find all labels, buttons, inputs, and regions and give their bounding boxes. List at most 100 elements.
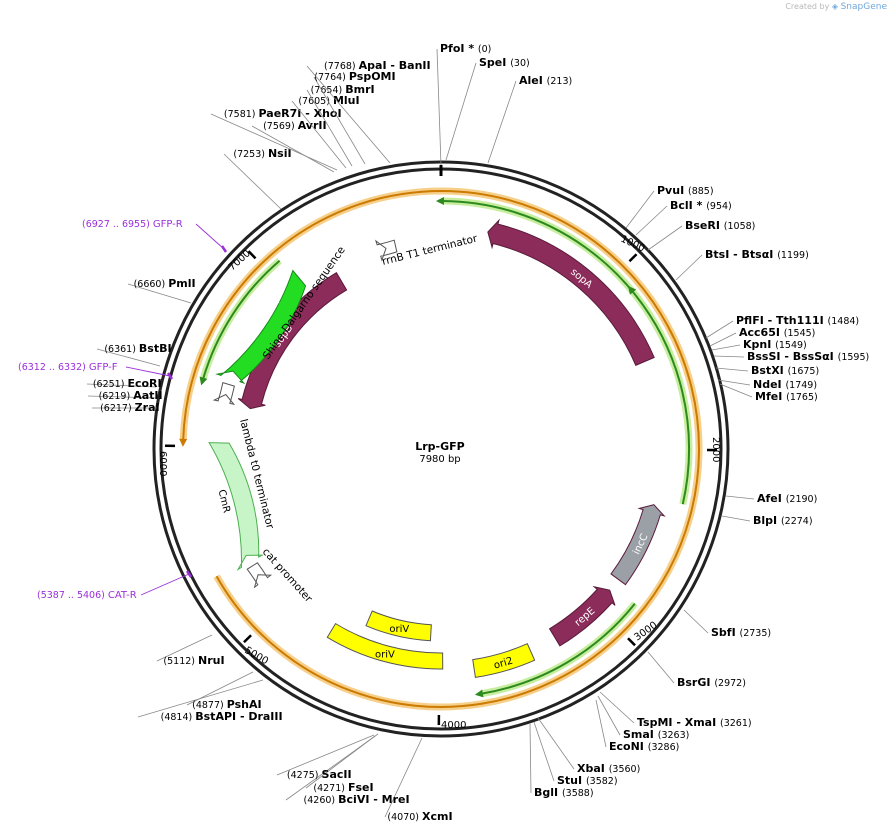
feature-incc: incC: [610, 504, 666, 586]
site-position: (6217): [100, 403, 135, 414]
site-pvui: PvuI (885): [625, 184, 714, 229]
site-label: SbfI (2735): [711, 626, 771, 639]
site-position: (1199): [777, 250, 809, 261]
site-name: NsiI: [268, 147, 292, 160]
orf-arrows: [179, 187, 703, 711]
site-pfoi: PfoI * (0): [436, 42, 491, 166]
tick-mark: [628, 253, 638, 263]
site-leader-line: [313, 76, 366, 165]
site-position: (1765): [786, 392, 818, 403]
restriction-sites: PfoI * (0)SpeI (30)AleI (213)PvuI (885)B…: [86, 42, 869, 823]
primer-cat-r: (5387 .. 5406) CAT-R: [37, 570, 193, 601]
site-position: (1549): [775, 340, 807, 351]
site-position: (3588): [562, 788, 594, 799]
site-name: BsrGI: [677, 676, 714, 689]
site-name: BstXI: [751, 364, 788, 377]
tick-label: 6000: [157, 451, 168, 476]
site-label: Acc65I (1545): [739, 326, 815, 339]
site-zrai: (6217) ZraI: [92, 401, 160, 414]
site-position: (3261): [720, 718, 752, 729]
site-leader-line: [305, 735, 376, 789]
site-leader-line: [529, 723, 532, 794]
site-position: (4260): [304, 795, 339, 806]
site-bcli: BclI * (954): [635, 199, 732, 236]
site-name: PaeR7I - XhoI: [259, 107, 342, 120]
site-position: (2274): [781, 516, 813, 527]
site-leader-line: [306, 89, 353, 167]
site-pshai: (4877) PshAI: [186, 671, 262, 711]
site-label: EcoNI (3286): [609, 740, 679, 753]
site-bsssi-bsss-i: BssSI - BssSαI (1595): [713, 350, 869, 363]
site-name: PspOMI: [349, 70, 396, 83]
site-leader-line: [635, 205, 668, 236]
site-position: (0): [478, 44, 491, 55]
site-leader-line: [86, 383, 157, 388]
feature-label: oriV: [389, 624, 409, 635]
site-name: ApaI - BanII: [359, 59, 431, 72]
primer-gfp-r: (6927 .. 6955) GFP-R: [82, 219, 228, 253]
site-name: SbfI: [711, 626, 740, 639]
site-position: (1484): [828, 316, 860, 327]
primer-mark: [185, 570, 193, 578]
site-label: (4275) SacII: [287, 768, 352, 781]
site-name: Acc65I: [739, 326, 784, 339]
primer-range: (6927 .. 6955): [82, 219, 153, 230]
primer-leader-line: [195, 223, 225, 250]
site-label: (7768) ApaI - BanII: [324, 59, 431, 72]
site-name: StuI: [557, 774, 586, 787]
site-label: (4877) PshAI: [192, 698, 261, 711]
plasmid-center-label: Lrp-GFP 7980 bp: [415, 440, 464, 465]
site-label: AleI (213): [519, 74, 572, 87]
site-label: (4814) BstAPI - DraIII: [161, 710, 283, 723]
site-name: NdeI: [753, 378, 785, 391]
site-stui: StuI (3582): [533, 721, 618, 787]
site-bstxi: BstXI (1675): [715, 364, 820, 377]
site-name: EcoRI: [127, 377, 161, 390]
site-position: (3582): [586, 776, 618, 787]
site-smai: SmaI (3263): [597, 695, 689, 741]
primer-range: (5387 .. 5406): [37, 590, 108, 601]
orf-arrow-head: [435, 197, 444, 206]
primer-name: CAT-R: [108, 590, 137, 601]
site-bseri: BseRI (1058): [647, 219, 755, 251]
site-name: BssSI - BssSαI: [747, 350, 838, 363]
site-name: AatII: [133, 389, 162, 402]
site-leader-line: [711, 344, 741, 351]
primer-label: (5387 .. 5406) CAT-R: [37, 590, 137, 601]
feature-repe: repE: [548, 585, 616, 647]
site-leader-line: [156, 634, 213, 662]
site-leader-line: [675, 254, 703, 281]
orf-arrow-head: [627, 285, 637, 295]
site-ndei: NdeI (1749): [717, 378, 817, 391]
site-label: (5112) NruI: [163, 654, 224, 667]
site-label: SpeI (30): [479, 56, 530, 69]
site-aatii: (6219) AatII: [87, 389, 163, 402]
site-xcmi: (4070) XcmI: [384, 737, 453, 823]
site-position: (7569): [263, 121, 298, 132]
site-leader-line: [725, 495, 755, 500]
site-name: TspMI - XmaI: [637, 716, 720, 729]
site-position: (1675): [788, 366, 820, 377]
site-leader-line: [384, 737, 423, 818]
site-spei: SpeI (30): [445, 56, 530, 161]
site-name: NruI: [198, 654, 225, 667]
site-position: (954): [706, 201, 732, 212]
site-position: (6660): [134, 279, 169, 290]
orf-arrow: [627, 285, 693, 505]
site-leader-line: [683, 609, 709, 634]
site-label: (4070) XcmI: [387, 810, 452, 823]
site-position: (4271): [313, 783, 348, 794]
site-leader-line: [647, 225, 683, 251]
site-pmli: (6660) PmlI: [127, 277, 196, 304]
site-position: (7764): [314, 72, 349, 83]
site-pspomi: (7764) PspOMI: [313, 70, 396, 165]
site-name: PshAI: [227, 698, 262, 711]
site-leader-line: [291, 100, 347, 169]
site-position: (4877): [192, 700, 227, 711]
site-pflfi-tth111i: PflFI - Tth111I (1484): [705, 314, 860, 339]
site-leader-line: [127, 283, 192, 304]
feature-label: ori2: [493, 656, 515, 672]
site-name: BclI *: [670, 199, 706, 212]
site-leader-line: [186, 671, 254, 706]
